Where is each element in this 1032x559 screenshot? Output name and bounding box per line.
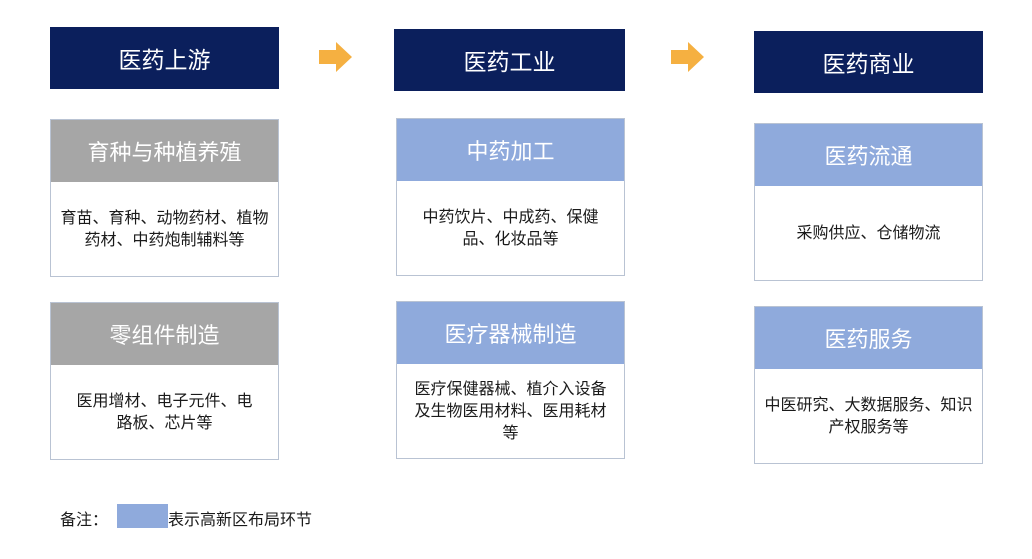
note-label: 备注：: [60, 510, 109, 529]
note-text: 表示高新区布局环节: [168, 510, 313, 529]
arrow-right-icon: [319, 42, 352, 72]
card-title-tcm-processing: 中药加工: [397, 119, 624, 181]
card-body-components: 医用增材、电子元件、电路板、芯片等: [76, 391, 253, 432]
card-title-device-manufacturing: 医疗器械制造: [397, 302, 624, 364]
card-title-components: 零组件制造: [51, 303, 278, 365]
card-title-services: 医药服务: [755, 307, 982, 369]
card-title-breeding: 育种与种植养殖: [51, 120, 278, 182]
arrow-right-icon: [671, 42, 704, 72]
card-body-tcm-processing: 中药饮片、中成药、保健品、化妆品等: [422, 207, 599, 248]
header-commerce: 医药商业: [754, 31, 983, 93]
card-tcm-processing: 中药加工 中药饮片、中成药、保健品、化妆品等: [396, 118, 625, 276]
card-services: 医药服务 中医研究、大数据服务、知识产权服务等: [754, 306, 983, 464]
card-body-services: 中医研究、大数据服务、知识产权服务等: [764, 395, 973, 436]
card-device-manufacturing: 医疗器械制造 医疗保健器械、植介入设备及生物医用材料、医用耗材等: [396, 301, 625, 459]
card-distribution: 医药流通 采购供应、仓储物流: [754, 123, 983, 281]
card-body-device-manufacturing: 医疗保健器械、植介入设备及生物医用材料、医用耗材等: [414, 379, 607, 442]
header-industry: 医药工业: [394, 29, 625, 91]
legend-swatch: [117, 504, 168, 528]
card-body-distribution: 采购供应、仓储物流: [796, 223, 941, 242]
header-upstream: 医药上游: [50, 27, 279, 89]
card-components: 零组件制造 医用增材、电子元件、电路板、芯片等: [50, 302, 279, 460]
card-breeding: 育种与种植养殖 育苗、育种、动物药材、植物药材、中药炮制辅料等: [50, 119, 279, 277]
card-body-breeding: 育苗、育种、动物药材、植物药材、中药炮制辅料等: [60, 208, 269, 249]
card-title-distribution: 医药流通: [755, 124, 982, 186]
